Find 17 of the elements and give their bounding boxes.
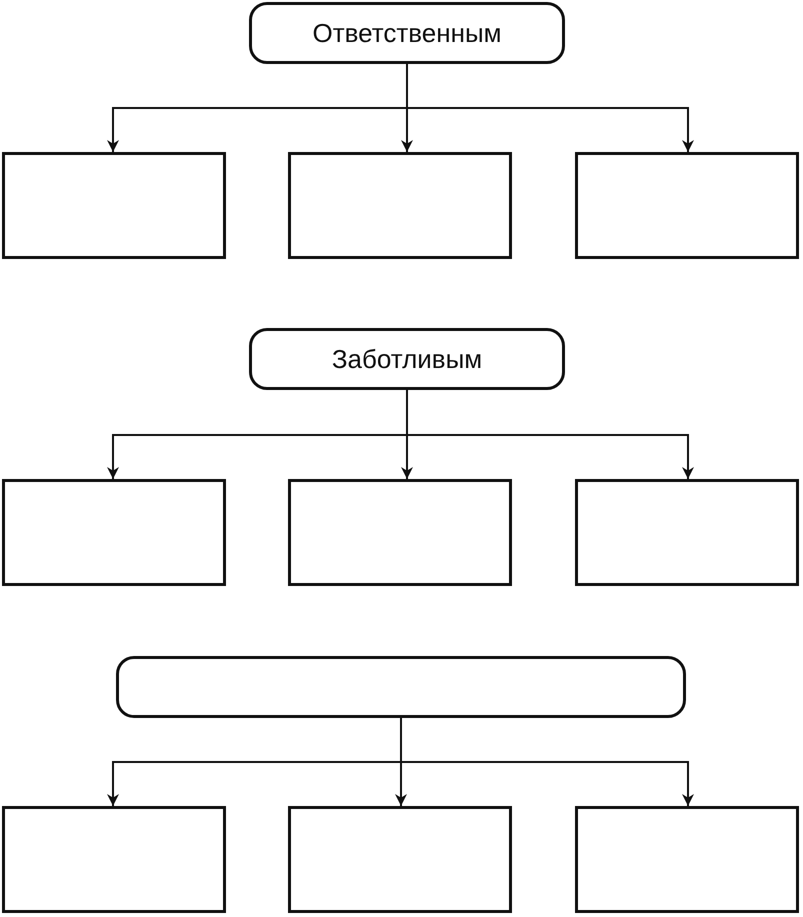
empty-box xyxy=(288,152,512,259)
rounded-box xyxy=(249,2,565,64)
empty-box xyxy=(575,479,799,586)
node-label: Ответственным xyxy=(312,18,502,48)
empty-box xyxy=(575,806,799,913)
rounded-box xyxy=(249,328,565,390)
arrow xyxy=(400,718,694,806)
arrow xyxy=(406,64,694,152)
empty-box xyxy=(288,806,512,913)
rounded-box xyxy=(116,656,686,718)
arrow xyxy=(406,390,694,479)
empty-box xyxy=(288,479,512,586)
empty-box xyxy=(575,152,799,259)
empty-box xyxy=(2,806,226,913)
empty-box xyxy=(2,152,226,259)
node-label: Заботливым xyxy=(332,344,482,374)
empty-box xyxy=(2,479,226,586)
